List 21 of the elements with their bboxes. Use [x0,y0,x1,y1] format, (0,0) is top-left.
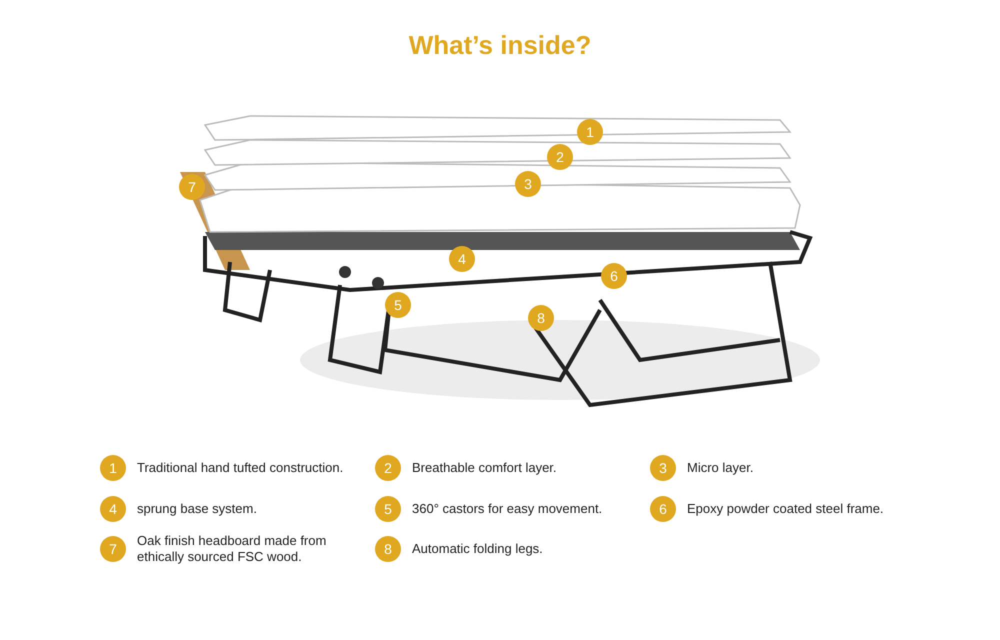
callout-number: 7 [100,536,126,562]
callout-number: 2 [375,455,401,481]
callout-number: 8 [375,536,401,562]
feature-description: Breathable comfort layer. [412,460,558,476]
feature-description: Oak finish headboard made from ethically sourced FSC wood. [137,533,328,565]
callout-number: 6 [650,496,676,522]
callout-number: 5 [375,496,401,522]
callout-number: 1 [100,455,126,481]
callout-number: 4 [100,496,126,522]
callout-number: 4 [449,246,475,272]
callout-number: 5 [385,292,411,318]
feature-description: Automatic folding legs. [412,541,544,557]
feature-description: Epoxy powder coated steel frame. [687,501,885,517]
callout-number: 8 [528,305,554,331]
feature-description: sprung base system. [137,501,258,517]
feature-description: Micro layer. [687,460,754,476]
feature-description: 360° castors for easy movement. [412,501,604,517]
feature-description: Traditional hand tufted construction. [137,460,344,476]
callout-number: 3 [650,455,676,481]
title: What’s inside? [408,30,592,61]
callout-number: 6 [601,263,627,289]
